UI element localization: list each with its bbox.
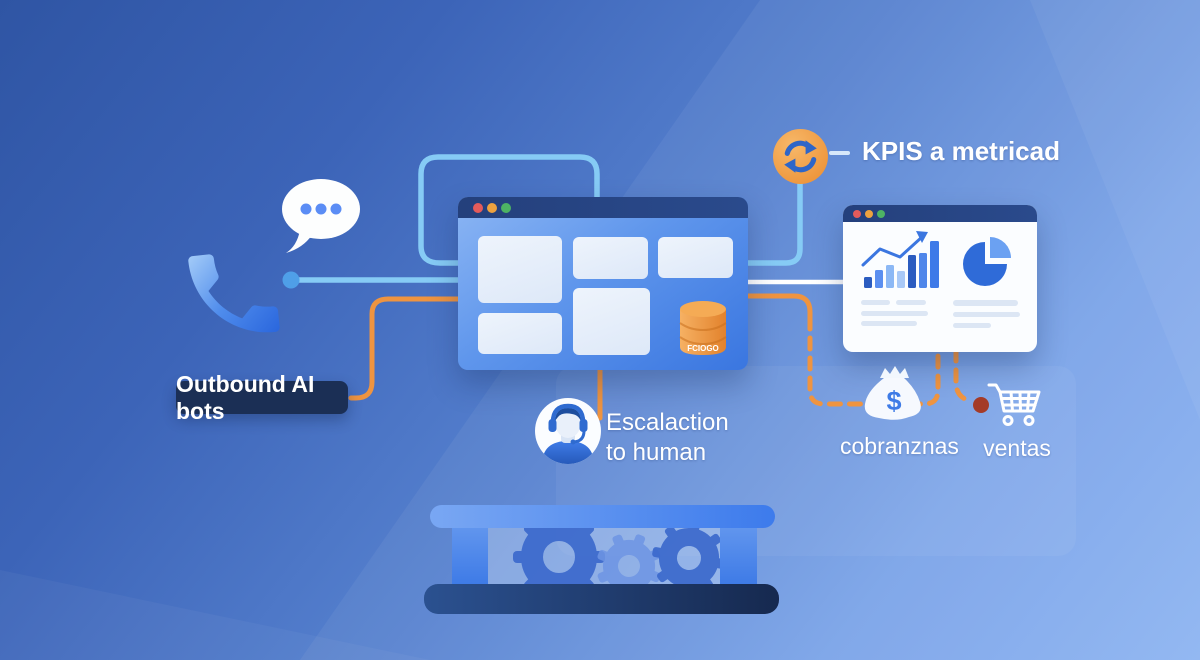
analytics-content: [861, 231, 1020, 328]
central-window: FCIOGO: [458, 197, 748, 370]
database-label: FCIOGO: [687, 344, 719, 353]
pie-chart: [963, 237, 1011, 286]
pie-caption-lines: [953, 300, 1020, 328]
outbound-label-text: Outbound AI bots: [176, 370, 315, 424]
analytics-window: [843, 205, 1037, 352]
refresh-icon: [773, 129, 828, 184]
window-panel-large: [478, 236, 562, 303]
inbound-line-dot: [282, 271, 300, 289]
cobranzas-label: cobranznas: [840, 433, 959, 460]
traffic-red-dot: [853, 210, 861, 218]
trend-line: [861, 231, 928, 267]
ventas-label: ventas: [982, 435, 1052, 462]
escalation-label: Escalaction to human: [606, 408, 729, 468]
kpi-line: [745, 181, 803, 266]
traffic-orange-dot: [865, 210, 873, 218]
kpis-label-text: KPIS a metricad: [862, 136, 1060, 166]
ventas-dashed-line: [953, 347, 974, 404]
loop-line: [418, 154, 600, 266]
window-panel-top-right: [658, 237, 733, 278]
kpis-label: KPIS a metricad: [862, 136, 1060, 167]
traffic-green-dot: [877, 210, 885, 218]
central-window-titlebar: [458, 197, 748, 218]
traffic-green-dot: [501, 203, 511, 213]
outbound-line: [348, 296, 473, 401]
cart-icon: [987, 383, 1041, 426]
phone-icon: [188, 254, 280, 333]
escalation-label-line1: Escalaction: [606, 409, 729, 436]
gear-medium-icon: [596, 533, 662, 599]
cobranzas-label-text: cobranznas: [840, 433, 959, 459]
ventas-label-text: ventas: [983, 435, 1051, 461]
window-panel-top-mid: [573, 237, 648, 279]
bar-chart: [864, 241, 939, 288]
orange-link-solid: [745, 293, 813, 321]
outbound-label: Outbound AI bots: [176, 371, 348, 424]
traffic-orange-dot: [487, 203, 497, 213]
platform-base-bar: [424, 584, 779, 614]
platform-left-pillar: [452, 524, 488, 588]
analytics-window-titlebar: [843, 205, 1037, 222]
window-panel-bottom-left: [478, 313, 562, 354]
support-agent-icon: [535, 398, 601, 464]
window-panel-bottom-mid: [573, 288, 650, 355]
database-icon: FCIOGO: [679, 301, 727, 355]
bar-chart-caption-lines: [861, 300, 928, 326]
gear-small-icon: [651, 520, 727, 596]
money-bag-icon: $: [864, 366, 921, 420]
platform-right-pillar: [720, 524, 757, 588]
dollar-sign: $: [886, 386, 901, 416]
escalation-label-line2: to human: [606, 439, 707, 466]
traffic-red-dot: [473, 203, 483, 213]
ventas-line-dot: [973, 397, 989, 413]
platform-top-bar: [430, 505, 775, 528]
chat-bubble-icon: [282, 179, 360, 253]
